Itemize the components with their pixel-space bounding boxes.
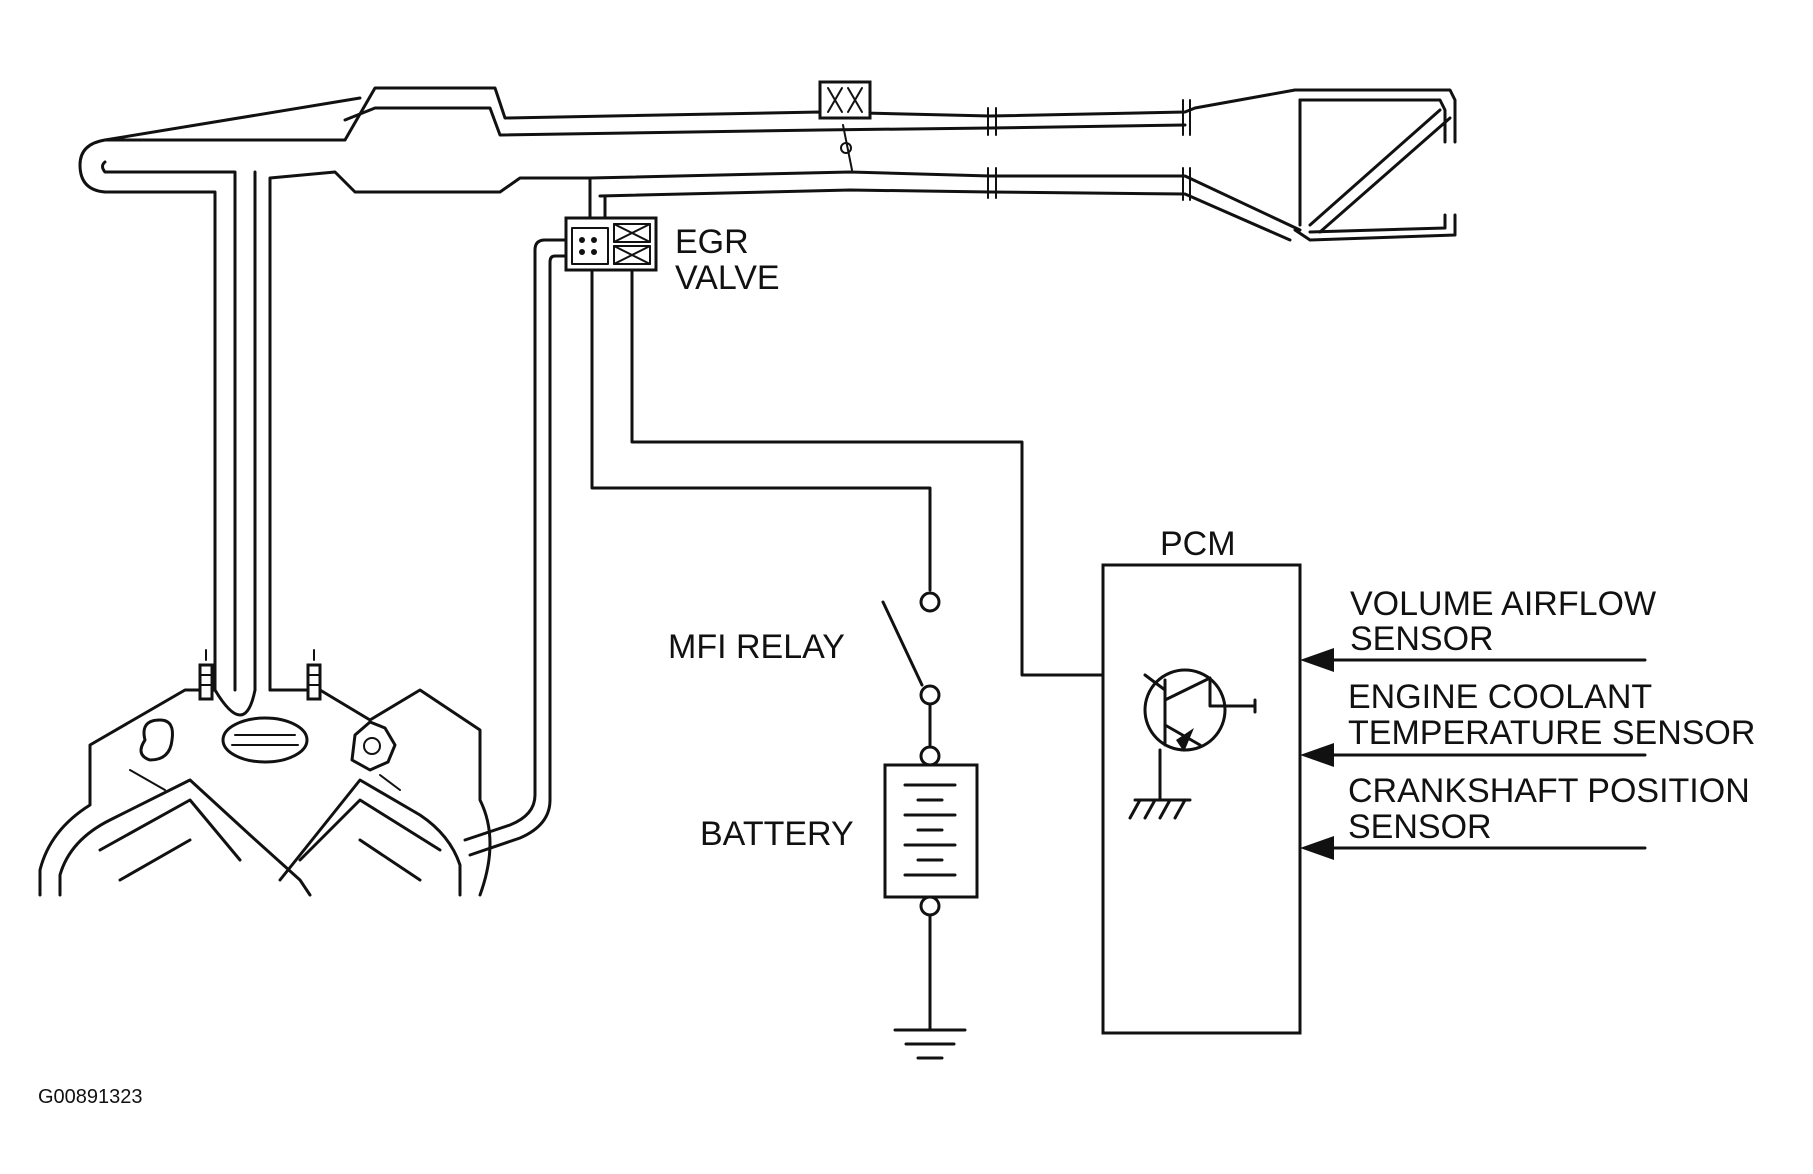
- crankshaft-sensor-label-line2: SENSOR: [1348, 808, 1492, 846]
- engine-coolant-sensor-label-line1: ENGINE COOLANT: [1348, 678, 1652, 716]
- sensor-input-arrows: [1300, 648, 1647, 860]
- volume-airflow-sensor-label-line2: SENSOR: [1350, 620, 1494, 658]
- mfi-relay: [881, 591, 941, 747]
- pcm-module: [1101, 563, 1302, 1035]
- egr-valve-label-line2: VALVE: [675, 259, 780, 297]
- battery-label: BATTERY: [700, 815, 854, 853]
- engine-coolant-sensor-label-line2: TEMPERATURE SENSOR: [1348, 714, 1755, 752]
- mfi-relay-label: MFI RELAY: [668, 628, 845, 666]
- intake-pipe: [78, 80, 1457, 692]
- engine-block: [38, 649, 492, 897]
- egr-valve-label-line1: EGR: [675, 223, 749, 261]
- pcm-label: PCM: [1160, 525, 1236, 563]
- egr-wiring: [590, 268, 1147, 677]
- volume-airflow-sensor-label-line1: VOLUME AIRFLOW: [1350, 585, 1656, 623]
- figure-code: G00891323: [38, 1086, 143, 1108]
- egr-valve: [463, 216, 658, 857]
- battery: [883, 745, 979, 1060]
- crankshaft-sensor-label-line1: CRANKSHAFT POSITION: [1348, 772, 1750, 810]
